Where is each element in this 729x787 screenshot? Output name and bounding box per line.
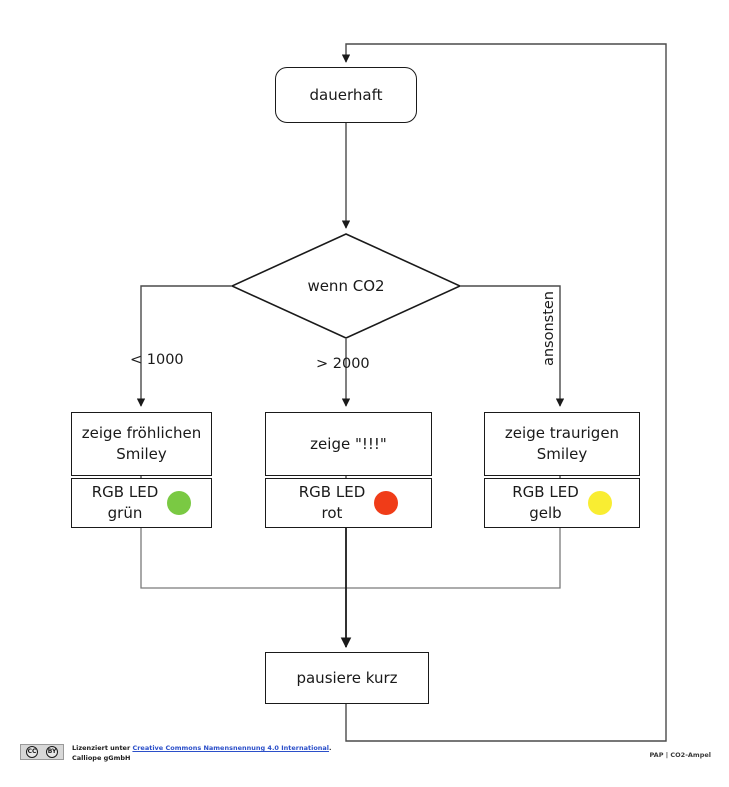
node-zeige-froehlichen-smiley[interactable]: zeige fröhlichen Smiley xyxy=(71,412,212,476)
node-rgb-led-rot-label: RGB LED rot xyxy=(298,483,366,522)
node-zeige-ausrufezeichen-label: zeige "!!!" xyxy=(310,434,387,453)
node-rgb-led-rot[interactable]: RGB LED rot xyxy=(265,478,432,528)
diamond-shape xyxy=(231,233,461,339)
led-dot-green-icon xyxy=(167,491,192,515)
node-rgb-led-gelb-label: RGB LED gelb xyxy=(512,483,579,522)
edge-label-less-than-1000: < 1000 xyxy=(130,352,184,368)
edge-label-greater-than-2000: > 2000 xyxy=(316,356,370,372)
license-footer: CC BY Lizenziert unter Creative Commons … xyxy=(20,744,332,764)
led-row-rot: RGB LED rot xyxy=(266,482,431,523)
node-rgb-led-gruen[interactable]: RGB LED grün xyxy=(71,478,212,528)
edge-merge-right xyxy=(346,528,561,589)
edge-branch-low xyxy=(136,285,231,407)
node-zeige-froehlichen-smiley-label: zeige fröhlichen Smiley xyxy=(81,424,202,463)
edge-branch-else xyxy=(461,285,565,407)
creative-commons-badge-icon: CC BY xyxy=(20,744,64,760)
cc-by-icon: BY xyxy=(46,746,58,758)
led-dot-yellow-icon xyxy=(587,491,612,515)
license-org: Calliope gGmbH xyxy=(72,753,131,762)
node-zeige-traurigen-smiley[interactable]: zeige traurigen Smiley xyxy=(484,412,640,476)
license-suffix: . xyxy=(329,744,332,752)
node-dauerhaft[interactable]: dauerhaft xyxy=(275,67,417,123)
edge-loop-back xyxy=(341,43,667,742)
node-zeige-ausrufezeichen[interactable]: zeige "!!!" xyxy=(265,412,432,476)
led-row-gelb: RGB LED gelb xyxy=(485,482,639,523)
node-pausiere-kurz[interactable]: pausiere kurz xyxy=(265,652,429,704)
node-zeige-traurigen-smiley-label: zeige traurigen Smiley xyxy=(504,424,620,463)
cc-icon: CC xyxy=(26,746,38,758)
node-decision-wenn-co2[interactable]: wenn CO2 xyxy=(231,233,461,339)
node-pausiere-kurz-label: pausiere kurz xyxy=(296,668,398,687)
edge-merge-left xyxy=(140,528,346,589)
license-link[interactable]: Creative Commons Namensnennung 4.0 Inter… xyxy=(132,744,330,752)
node-dauerhaft-label: dauerhaft xyxy=(309,85,383,104)
document-tag: PAP | CO2-Ampel xyxy=(649,751,711,759)
node-decision-label: wenn CO2 xyxy=(307,276,385,295)
edge-label-ansonsten: ansonsten xyxy=(541,291,557,367)
license-text: Lizenziert unter Creative Commons Namens… xyxy=(72,744,332,764)
license-prefix: Lizenziert unter xyxy=(72,744,133,752)
node-rgb-led-gelb[interactable]: RGB LED gelb xyxy=(484,478,640,528)
led-row-gruen: RGB LED grün xyxy=(72,482,211,523)
node-rgb-led-gruen-label: RGB LED grün xyxy=(91,483,159,522)
led-dot-red-icon xyxy=(374,491,399,515)
